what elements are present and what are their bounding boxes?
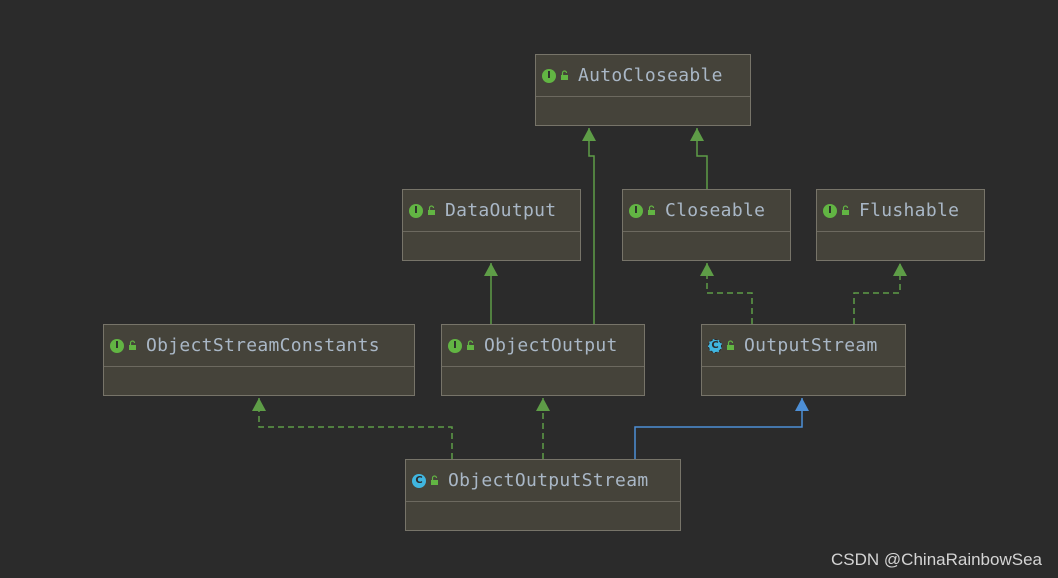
edge-line (258, 398, 453, 459)
arrowhead-icon (893, 263, 907, 276)
edge-outputstream-to-flushable (853, 263, 907, 324)
node-objectoutputstream[interactable]: C ObjectOutputStream (405, 459, 681, 531)
arrowhead-icon (536, 398, 550, 411)
node-objectstreamconstants[interactable]: I ObjectStreamConstants (103, 324, 415, 396)
node-dataoutput[interactable]: I DataOutput (402, 189, 581, 261)
arrowhead-icon (690, 128, 704, 141)
edge-outputstream-to-closeable (700, 263, 753, 324)
edge-line (634, 398, 803, 459)
node-members (104, 367, 414, 395)
edge-line (696, 128, 708, 189)
unlock-icon (727, 340, 734, 350)
arrowhead-icon (795, 398, 809, 411)
node-label: ObjectStreamConstants (146, 335, 380, 356)
node-members (623, 232, 790, 260)
node-label: DataOutput (445, 200, 557, 221)
node-label: Closeable (665, 200, 766, 221)
node-flushable[interactable]: I Flushable (816, 189, 985, 261)
unlock-icon (431, 475, 438, 485)
arrowhead-icon (582, 128, 596, 141)
interface-badge-icon: I (542, 68, 556, 83)
arrowhead-icon (484, 263, 498, 276)
abstract-class-badge-icon: C (708, 338, 722, 353)
node-members (406, 502, 680, 530)
interface-badge-icon: I (448, 338, 462, 353)
interface-badge-icon: I (409, 203, 423, 218)
interface-badge-icon: I (823, 203, 837, 218)
arrowhead-icon (252, 398, 266, 411)
interface-badge-icon: I (629, 203, 643, 218)
edge-line (853, 263, 901, 324)
node-objectoutput[interactable]: I ObjectOutput (441, 324, 645, 396)
node-label: Flushable (859, 200, 960, 221)
edge-line (588, 128, 595, 324)
watermark: CSDN @ChinaRainbowSea (831, 550, 1042, 569)
node-autocloseable[interactable]: I AutoCloseable (535, 54, 751, 126)
class-badge-icon: C (412, 473, 426, 488)
arrowhead-icon (700, 263, 714, 276)
node-members (702, 367, 905, 395)
node-label: AutoCloseable (578, 65, 723, 86)
node-outputstream[interactable]: C OutputStream (701, 324, 906, 396)
edge-closeable-to-autocloseable (690, 128, 708, 189)
node-label: ObjectOutput (484, 335, 618, 356)
unlock-icon (428, 205, 435, 215)
unlock-icon (561, 70, 568, 80)
edge-line (706, 263, 753, 324)
node-members (536, 97, 750, 125)
unlock-icon (842, 205, 849, 215)
node-label: OutputStream (744, 335, 878, 356)
node-members (817, 232, 984, 260)
edge-objectoutputstream-to-objectstreamconstants (252, 398, 453, 459)
edge-objectoutputstream-to-objectoutput (536, 398, 550, 459)
unlock-icon (467, 340, 474, 350)
node-label: ObjectOutputStream (448, 470, 649, 491)
edge-objectoutput-to-autocloseable (582, 128, 596, 324)
node-members (403, 232, 580, 260)
unlock-icon (648, 205, 655, 215)
node-closeable[interactable]: I Closeable (622, 189, 791, 261)
edge-objectoutput-to-dataoutput (484, 263, 498, 324)
node-members (442, 367, 644, 395)
edge-objectoutputstream-to-outputstream (634, 398, 809, 459)
interface-badge-icon: I (110, 338, 124, 353)
unlock-icon (129, 340, 136, 350)
